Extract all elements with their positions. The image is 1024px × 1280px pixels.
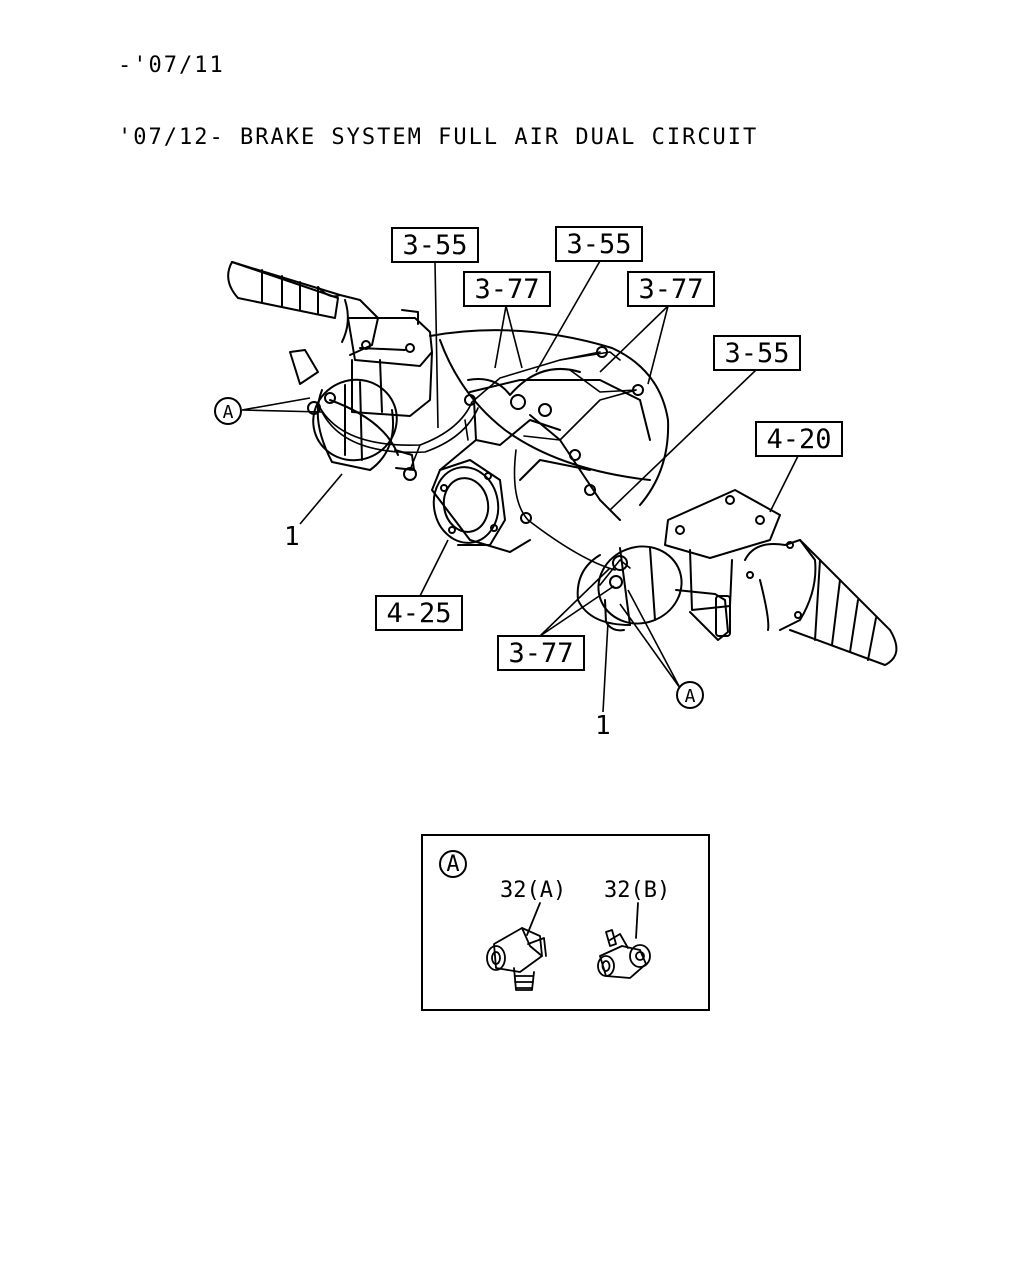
- item-callouts: 1 1: [284, 522, 611, 741]
- ref-box-3-55-right: 3-55: [713, 335, 801, 371]
- svg-text:3-77: 3-77: [638, 274, 703, 305]
- pinion-flange: [432, 459, 506, 546]
- ref-box-4-20: 4-20: [755, 421, 843, 457]
- ref-box-3-77-bottom: 3-77: [497, 635, 585, 671]
- air-pipes: [317, 351, 637, 586]
- detail-markers: A A: [214, 397, 704, 709]
- svg-text:3-55: 3-55: [724, 338, 789, 369]
- ref-box-3-55-top-left: 3-55: [391, 227, 479, 263]
- header-line-1: -'07/11: [118, 53, 225, 78]
- right-spring-seat: [664, 489, 781, 611]
- ref-box-3-55-top-right: 3-55: [555, 226, 643, 262]
- left-axle-tube: [227, 261, 379, 356]
- detail-marker-a: A: [439, 850, 467, 878]
- part-32a-label: 32(A): [500, 878, 566, 903]
- marker-a-left: A: [214, 397, 242, 425]
- svg-text:4-20: 4-20: [766, 424, 831, 455]
- svg-text:A: A: [223, 402, 234, 423]
- right-axle-tube: [744, 539, 898, 666]
- part-32b-label: 32(B): [604, 878, 670, 903]
- ref-box-3-77-top-left: 3-77: [463, 271, 551, 307]
- fitting-32a-illustration: [486, 927, 547, 991]
- callout-item-1-left: 1: [284, 522, 300, 552]
- callout-item-1-right: 1: [595, 711, 611, 741]
- leader-32a: [526, 902, 541, 936]
- ref-box-4-25: 4-25: [375, 595, 463, 631]
- svg-text:A: A: [446, 852, 459, 877]
- svg-text:3-55: 3-55: [402, 230, 467, 261]
- fittings: [307, 346, 644, 589]
- differential-housing: [429, 329, 670, 553]
- svg-text:3-55: 3-55: [566, 229, 631, 260]
- diagram-header: -'07/11 '07/12- BRAKE SYSTEM FULL AIR DU…: [118, 6, 758, 174]
- fitting-32b-illustration: [597, 929, 651, 979]
- svg-text:3-77: 3-77: [508, 638, 573, 669]
- svg-text:3-77: 3-77: [474, 274, 539, 305]
- right-brake-chamber: [576, 545, 731, 641]
- detail-inset-a: A 32(A) 32(B): [421, 834, 710, 1011]
- header-line-2: '07/12- BRAKE SYSTEM FULL AIR DUAL CIRCU…: [118, 125, 759, 150]
- reference-boxes: 3-55 3-55 3-77 3-77 3-55 4-20 4-25 3-77: [375, 226, 843, 671]
- ref-box-3-77-top-right: 3-77: [627, 271, 715, 307]
- marker-a-right: A: [676, 681, 704, 709]
- left-spring-seat: [347, 309, 433, 417]
- svg-text:A: A: [685, 686, 696, 707]
- leader-lines: [241, 260, 799, 713]
- leader-32b: [635, 902, 639, 939]
- svg-text:4-25: 4-25: [386, 598, 451, 629]
